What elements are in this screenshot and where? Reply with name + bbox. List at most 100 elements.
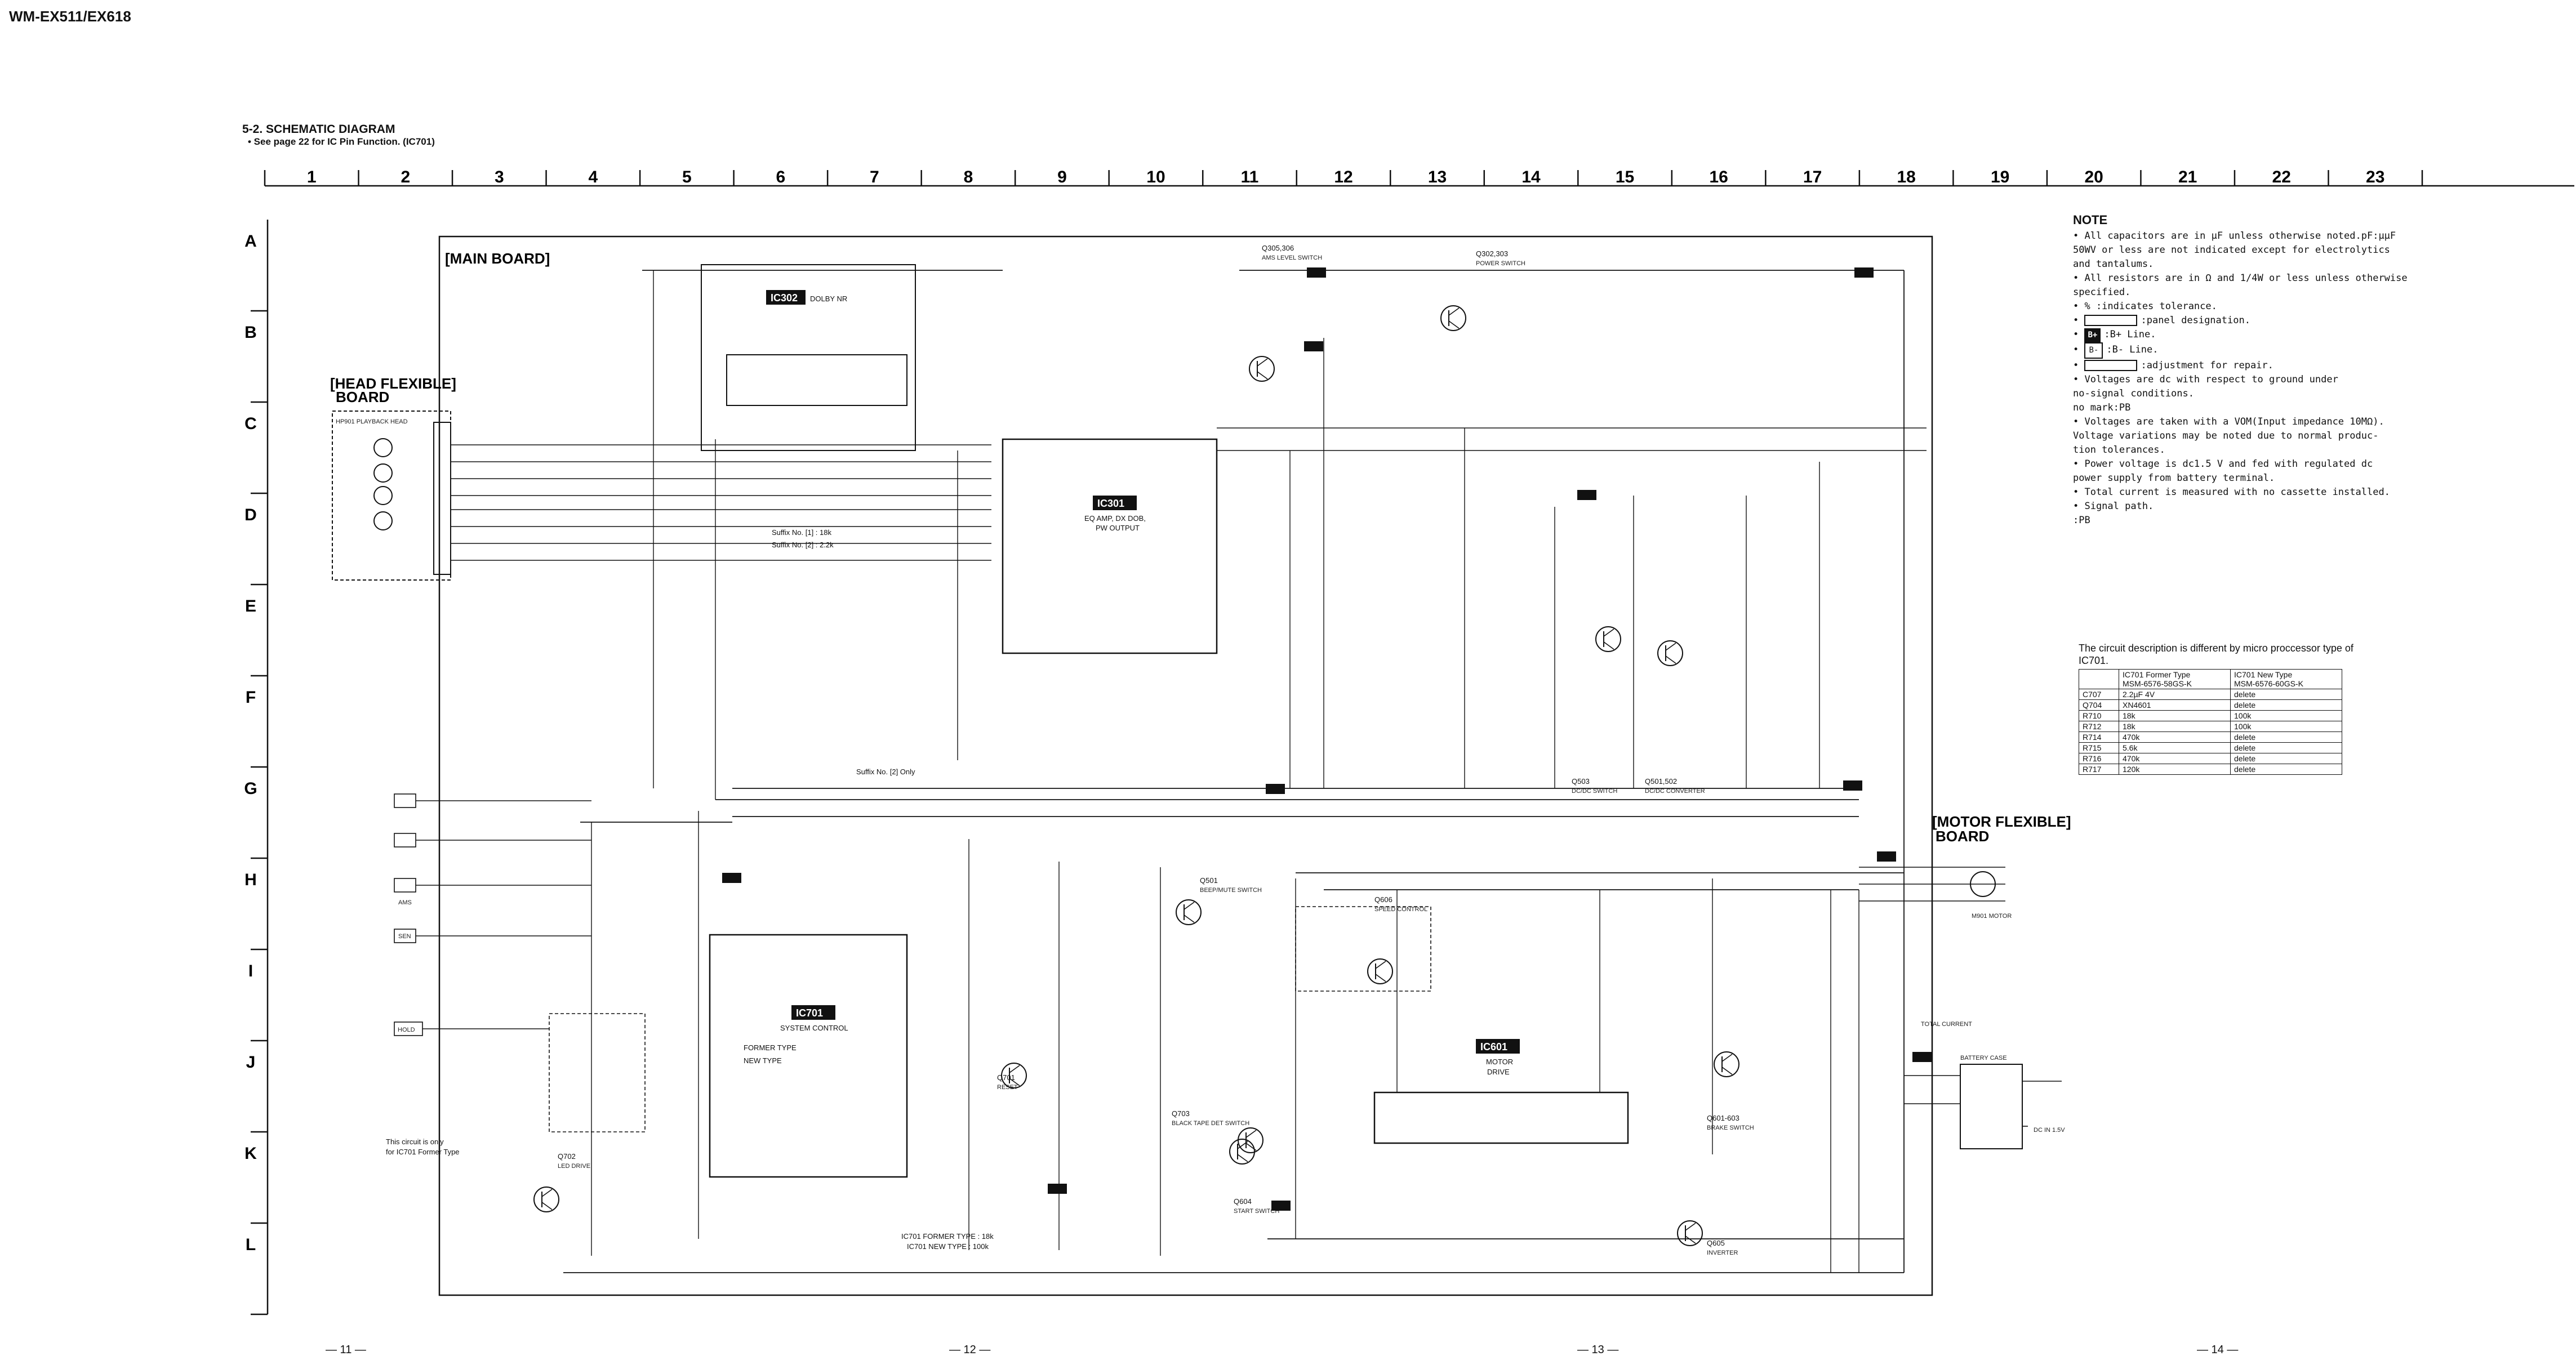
suffix-label-1: Suffix No. [1] : 18k — [772, 528, 831, 537]
column-label-18: 18 — [1897, 168, 1915, 186]
ic301-chip — [1002, 438, 1218, 654]
column-label-12: 12 — [1334, 168, 1352, 186]
table-cell-former: 470k — [2119, 731, 2231, 743]
table-cell-ref: R715 — [2079, 742, 2119, 753]
note-line: :PB — [2073, 515, 2090, 526]
transistor-ref-q501b: Q501 — [1200, 876, 1218, 885]
table-cell-former: 5.6k — [2119, 742, 2231, 753]
column-label-16: 16 — [1709, 168, 1728, 186]
ic701-former-label: FORMER TYPE — [744, 1043, 797, 1052]
table-cell-former: 120k — [2119, 764, 2231, 775]
head-flex-label-1: [HEAD FLEXIBLE] — [330, 375, 456, 392]
transistor-symbol-q701 — [1001, 1063, 1027, 1089]
transistor-func-q503: DC/DC SWITCH — [1572, 788, 1617, 795]
main-board-frame — [438, 235, 1933, 1296]
transistor-func-q604: START SWITCH — [1234, 1208, 1279, 1215]
header-former-line2: MSM-6576-58GS-K — [2123, 679, 2192, 688]
total-current-label: TOTAL CURRENT — [1921, 1021, 1972, 1028]
transistor-symbol-q702 — [533, 1186, 559, 1212]
left-switch-lines — [416, 800, 591, 1029]
head-signal-lines — [451, 444, 991, 561]
ic601-ref: IC601 — [1480, 1041, 1507, 1052]
note-line: no mark:PB — [2073, 402, 2131, 413]
column-label-1: 1 — [307, 168, 317, 186]
ic301-name-1: EQ AMP, DX DOB, — [1084, 514, 1146, 523]
transistor-symbol-q501 — [1657, 640, 1683, 666]
row-label-D: D — [244, 506, 257, 524]
table-cell-new: 100k — [2230, 721, 2342, 732]
ic302-chip — [726, 354, 907, 406]
table-cell-new: delete — [2230, 731, 2342, 743]
transistor-ref-q601: Q601-603 — [1707, 1114, 1739, 1122]
table-cell-new: delete — [2230, 699, 2342, 711]
ic601-name-2: DRIVE — [1487, 1068, 1510, 1076]
note-line: • Signal path. — [2073, 501, 2154, 512]
table-cell-former: 2.2µF 4V — [2119, 689, 2231, 700]
dc-in-label: DC IN 1.5V — [2034, 1127, 2065, 1134]
transistor-func-q701: RESET — [997, 1084, 1018, 1091]
transistor-symbol-q305 — [1249, 356, 1275, 382]
transistor-func-q605: INVERTER — [1707, 1250, 1738, 1256]
column-label-2: 2 — [401, 168, 410, 186]
panel-designation-symbol — [2084, 315, 2138, 326]
column-label-8: 8 — [964, 168, 973, 186]
bplus-markers — [722, 267, 1932, 1211]
ic601-name-1: MOTOR — [1486, 1058, 1513, 1066]
interconnect-lines — [591, 270, 1927, 1273]
footer-page-13: — 13 — — [1577, 1344, 1619, 1356]
bminus-symbol: B- — [2084, 342, 2103, 359]
row-label-E: E — [245, 597, 256, 615]
column-label-14: 14 — [1521, 168, 1541, 186]
ams-label: AMS — [398, 899, 412, 906]
table-cell-new: delete — [2230, 742, 2342, 753]
row-label-J: J — [246, 1053, 256, 1072]
column-label-4: 4 — [588, 168, 598, 186]
ic701-chip — [709, 934, 908, 1178]
footer-page-11: — 11 — — [326, 1344, 366, 1356]
ic301-tag — [1093, 496, 1137, 510]
playback-head-coils — [373, 438, 393, 530]
note-line: 50WV or less are not indicated except fo… — [2073, 244, 2390, 256]
ic302-ref: IC302 — [771, 292, 798, 304]
battery-case-label: BATTERY CASE — [1960, 1055, 2007, 1061]
table-cell-former: 18k — [2119, 721, 2231, 732]
note-line: • All resistors are in Ω and 1/4W or les… — [2073, 273, 2408, 284]
row-label-L: L — [246, 1235, 256, 1254]
note-line: • :panel designation. — [2073, 315, 2250, 326]
transistor-symbol-q605 — [1677, 1220, 1703, 1246]
header-former-line1: IC701 Former Type — [2123, 670, 2191, 679]
transistor-ref-q501: Q501,502 — [1645, 777, 1677, 786]
footer-page-14: — 14 — — [2197, 1344, 2239, 1356]
note-line: • Total current is measured with no cass… — [2073, 487, 2390, 498]
row-label-F: F — [246, 688, 256, 707]
ic701-new-value: IC701 NEW TYPE : 100k — [907, 1242, 989, 1251]
table-cell-new: 100k — [2230, 710, 2342, 721]
column-label-19: 19 — [1991, 168, 2009, 186]
column-label-10: 10 — [1146, 168, 1165, 186]
transistor-symbol-q604 — [1229, 1139, 1255, 1165]
playback-head-label: HP901 PLAYBACK HEAD — [336, 418, 408, 425]
transistor-func-q501: DC/DC CONVERTER — [1645, 788, 1705, 795]
table-cell-ref: R714 — [2079, 731, 2119, 743]
ic701-ref: IC701 — [796, 1007, 823, 1019]
table-cell-new: delete — [2230, 764, 2342, 775]
notes-panel: NOTE • All capacitors are in µF unless o… — [2073, 213, 2422, 528]
transistor-symbol-q302 — [1440, 305, 1466, 331]
table-cell-ref: R716 — [2079, 753, 2119, 764]
left-switches — [394, 793, 423, 1036]
column-label-23: 23 — [2366, 168, 2384, 186]
transistor-ref-q604: Q604 — [1234, 1197, 1252, 1206]
table-cell-ref: R710 — [2079, 710, 2119, 721]
note-line: • All capacitors are in µF unless otherw… — [2073, 230, 2396, 242]
former-only-box — [549, 1013, 646, 1132]
notes-title: NOTE — [2073, 213, 2108, 227]
hold-label: HOLD — [398, 1027, 415, 1033]
